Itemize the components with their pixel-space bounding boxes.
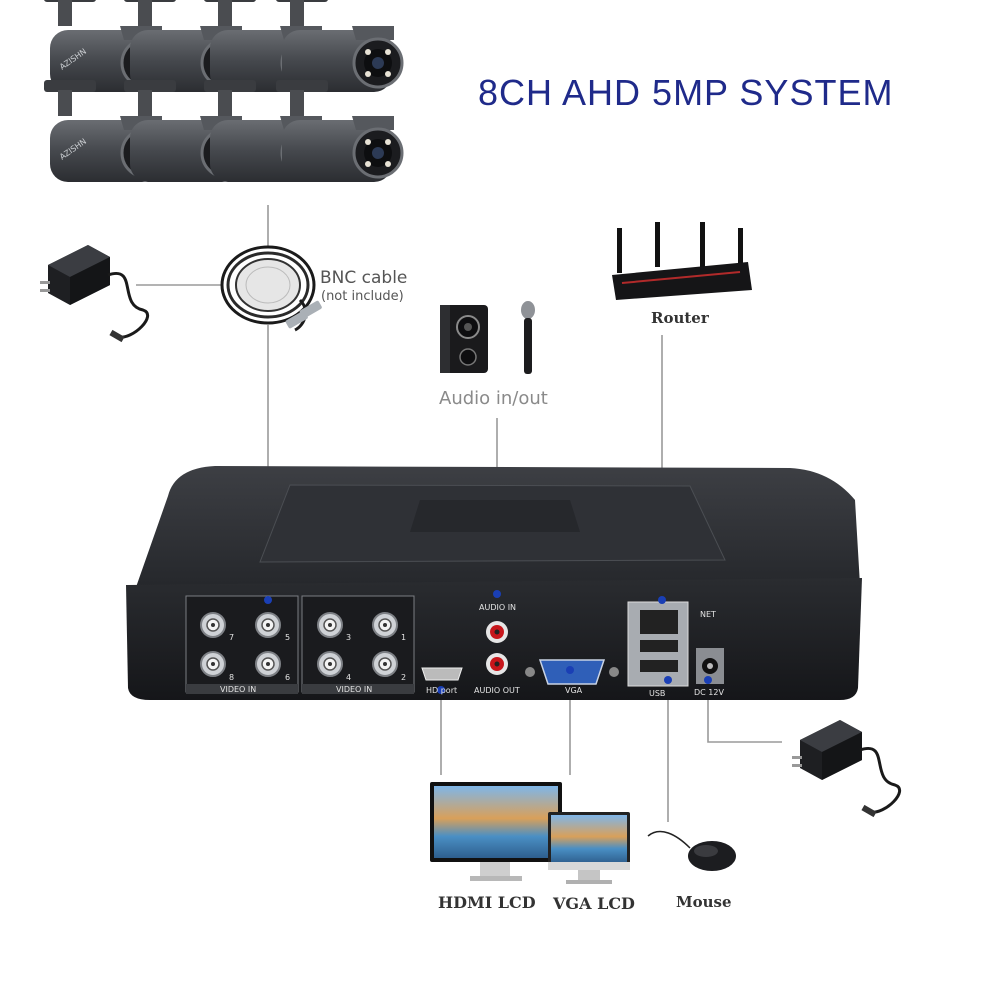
bnc-cable-icon (220, 245, 322, 332)
channel-label: 6 (285, 673, 290, 682)
power-adapter-icon (790, 718, 902, 819)
channel-label: 1 (401, 633, 406, 642)
port-labels: VIDEO IN VIDEO IN AUDIO IN AUDIO OUT HD … (220, 603, 724, 698)
vga-label: VGA (565, 686, 583, 695)
mouse-icon (647, 830, 736, 871)
channel-label: 8 (229, 673, 234, 682)
monitor-icon (430, 782, 562, 881)
microphone-icon (521, 301, 535, 374)
page-title: 8CH AHD 5MP SYSTEM (478, 72, 894, 113)
channel-label: 4 (346, 673, 351, 682)
vga-lcd-label: VGA LCD (553, 894, 635, 913)
camera-icon: AZISHN AZISHN (42, 0, 404, 184)
router-icon (612, 222, 752, 300)
speaker-icon (440, 305, 488, 373)
dvr-icon (126, 466, 862, 700)
video-in-label: VIDEO IN (336, 685, 372, 694)
bnc-cable-label: BNC cable (320, 268, 408, 288)
hdmi-lcd-label: HDMI LCD (438, 893, 536, 912)
usb-label: USB (649, 689, 665, 698)
channel-label: 5 (285, 633, 290, 642)
channel-label: 2 (401, 673, 406, 682)
audio-out-label: AUDIO OUT (474, 686, 520, 695)
channel-label: 3 (346, 633, 351, 642)
audio-in-out-label: Audio in/out (439, 388, 548, 409)
channel-label: 7 (229, 633, 234, 642)
router-label: Router (651, 309, 709, 327)
video-in-label: VIDEO IN (220, 685, 256, 694)
hd-port-label: HD port (426, 686, 457, 695)
dc-label: DC 12V (694, 688, 724, 697)
power-adapter-icon (38, 243, 150, 344)
mouse-label: Mouse (676, 893, 732, 911)
bnc-cable-note: (not include) (321, 289, 404, 304)
audio-in-label: AUDIO IN (479, 603, 516, 612)
net-label: NET (700, 610, 716, 619)
monitor-icon (548, 812, 630, 884)
